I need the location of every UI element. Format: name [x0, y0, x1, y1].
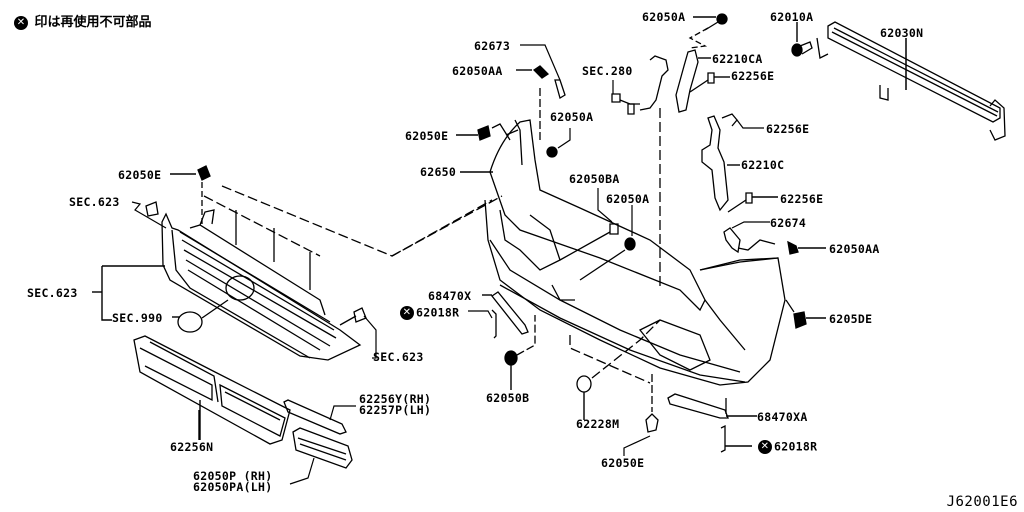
bracket-62210CA	[612, 50, 711, 290]
part-number: 62018R	[774, 439, 818, 454]
clip-62256E-3	[728, 193, 778, 212]
part-label-sec-623-a[interactable]: SEC.623	[69, 195, 120, 209]
bolt-62050A-low	[580, 205, 635, 280]
bracket-62210C	[702, 114, 764, 210]
part-label-62210CA[interactable]: 62210CA	[712, 52, 763, 66]
radiator-grille-assembly	[92, 166, 502, 360]
part-label-62256E-2[interactable]: 62256E	[766, 122, 810, 136]
part-label-62018R-left[interactable]: ✕62018R	[400, 306, 459, 320]
part-label-68470X[interactable]: 68470X	[428, 289, 472, 303]
x-circle-icon: ✕	[758, 440, 772, 454]
cover-62050P-62050PA	[290, 428, 352, 484]
part-label-62673[interactable]: 62673	[474, 39, 511, 53]
clip-62256E-1	[690, 73, 730, 92]
part-label-sec-990[interactable]: SEC.990	[112, 311, 163, 325]
bolt-62010A	[792, 22, 812, 56]
x-circle-icon: ✕	[14, 15, 28, 30]
legend-note: ✕ 印は再使用不可部品	[14, 11, 152, 30]
legend-text: 印は再使用不可部品	[34, 15, 152, 30]
grille-62256N	[134, 336, 290, 444]
clip-62673	[520, 45, 565, 140]
part-label-62050A-mid[interactable]: 62050A	[550, 110, 594, 124]
part-label-62256E-1[interactable]: 62256E	[731, 69, 775, 83]
part-label-62210C[interactable]: 62210C	[741, 158, 785, 172]
part-label-62050B[interactable]: 62050B	[486, 391, 530, 405]
part-number: 62018R	[416, 305, 460, 320]
part-label-62257P-lh[interactable]: 62257P(LH)	[359, 403, 432, 417]
part-label-62050AA-top[interactable]: 62050AA	[452, 64, 503, 78]
clip-62050BA	[560, 188, 618, 260]
part-label-62050AA-right[interactable]: 62050AA	[829, 242, 880, 256]
part-label-62010A[interactable]: 62010A	[770, 10, 814, 24]
part-label-62050A-top[interactable]: 62050A	[642, 10, 686, 24]
diagram-code: J62001E6	[946, 494, 1018, 510]
part-label-62050E-left[interactable]: 62050E	[118, 168, 162, 182]
part-label-62050A-low[interactable]: 62050A	[606, 192, 650, 206]
part-label-62050E-bottom[interactable]: 62050E	[601, 456, 645, 470]
part-label-62050BA[interactable]: 62050BA	[569, 172, 620, 186]
part-label-62674[interactable]: 62674	[770, 216, 807, 230]
part-label-sec-623-c[interactable]: SEC.623	[373, 350, 424, 364]
trim-62256Y-62257P	[284, 400, 356, 434]
part-label-sec-280[interactable]: SEC.280	[582, 64, 633, 78]
bolt-62050A-top	[690, 14, 727, 48]
bolt-62050A-mid	[547, 128, 570, 157]
part-label-62228M[interactable]: 62228M	[576, 417, 620, 431]
plug-62228M	[570, 320, 660, 420]
rivet-62018R-left	[468, 310, 496, 338]
part-label-62050P-rh[interactable]: 62050P (RH)	[193, 469, 273, 483]
part-label-62050PA-lh[interactable]: 62050PA(LH)	[193, 480, 273, 494]
part-label-62256Y-rh[interactable]: 62256Y(RH)	[359, 392, 432, 406]
clip-62050DE	[786, 300, 826, 328]
bracket-62674	[724, 222, 826, 254]
part-label-62256N[interactable]: 62256N	[170, 440, 214, 454]
rivet-62018R-right	[721, 426, 752, 452]
part-label-68470XA[interactable]: 68470XA	[757, 410, 808, 424]
part-label-62650[interactable]: 62650	[420, 165, 457, 179]
trim-68470XA	[668, 394, 757, 418]
part-label-62018R-right[interactable]: ✕62018R	[758, 440, 817, 454]
front-bumper-fascia-62650	[460, 120, 785, 385]
reinforcement-bar-62030N	[817, 22, 1005, 140]
bolt-62050B	[505, 315, 535, 390]
trim-68470X	[482, 292, 528, 334]
part-label-62050DE[interactable]: 6205DE	[829, 312, 873, 326]
screw-62050AA-top	[516, 66, 548, 78]
part-label-62256E-3[interactable]: 62256E	[780, 192, 824, 206]
x-circle-icon: ✕	[400, 306, 414, 320]
part-label-sec-623-b[interactable]: SEC.623	[27, 286, 78, 300]
part-label-62030N[interactable]: 62030N	[880, 26, 924, 40]
clip-62050E-bottom	[624, 374, 658, 456]
part-label-62050E-mid[interactable]: 62050E	[405, 129, 449, 143]
clip-62050E-mid	[456, 124, 510, 140]
